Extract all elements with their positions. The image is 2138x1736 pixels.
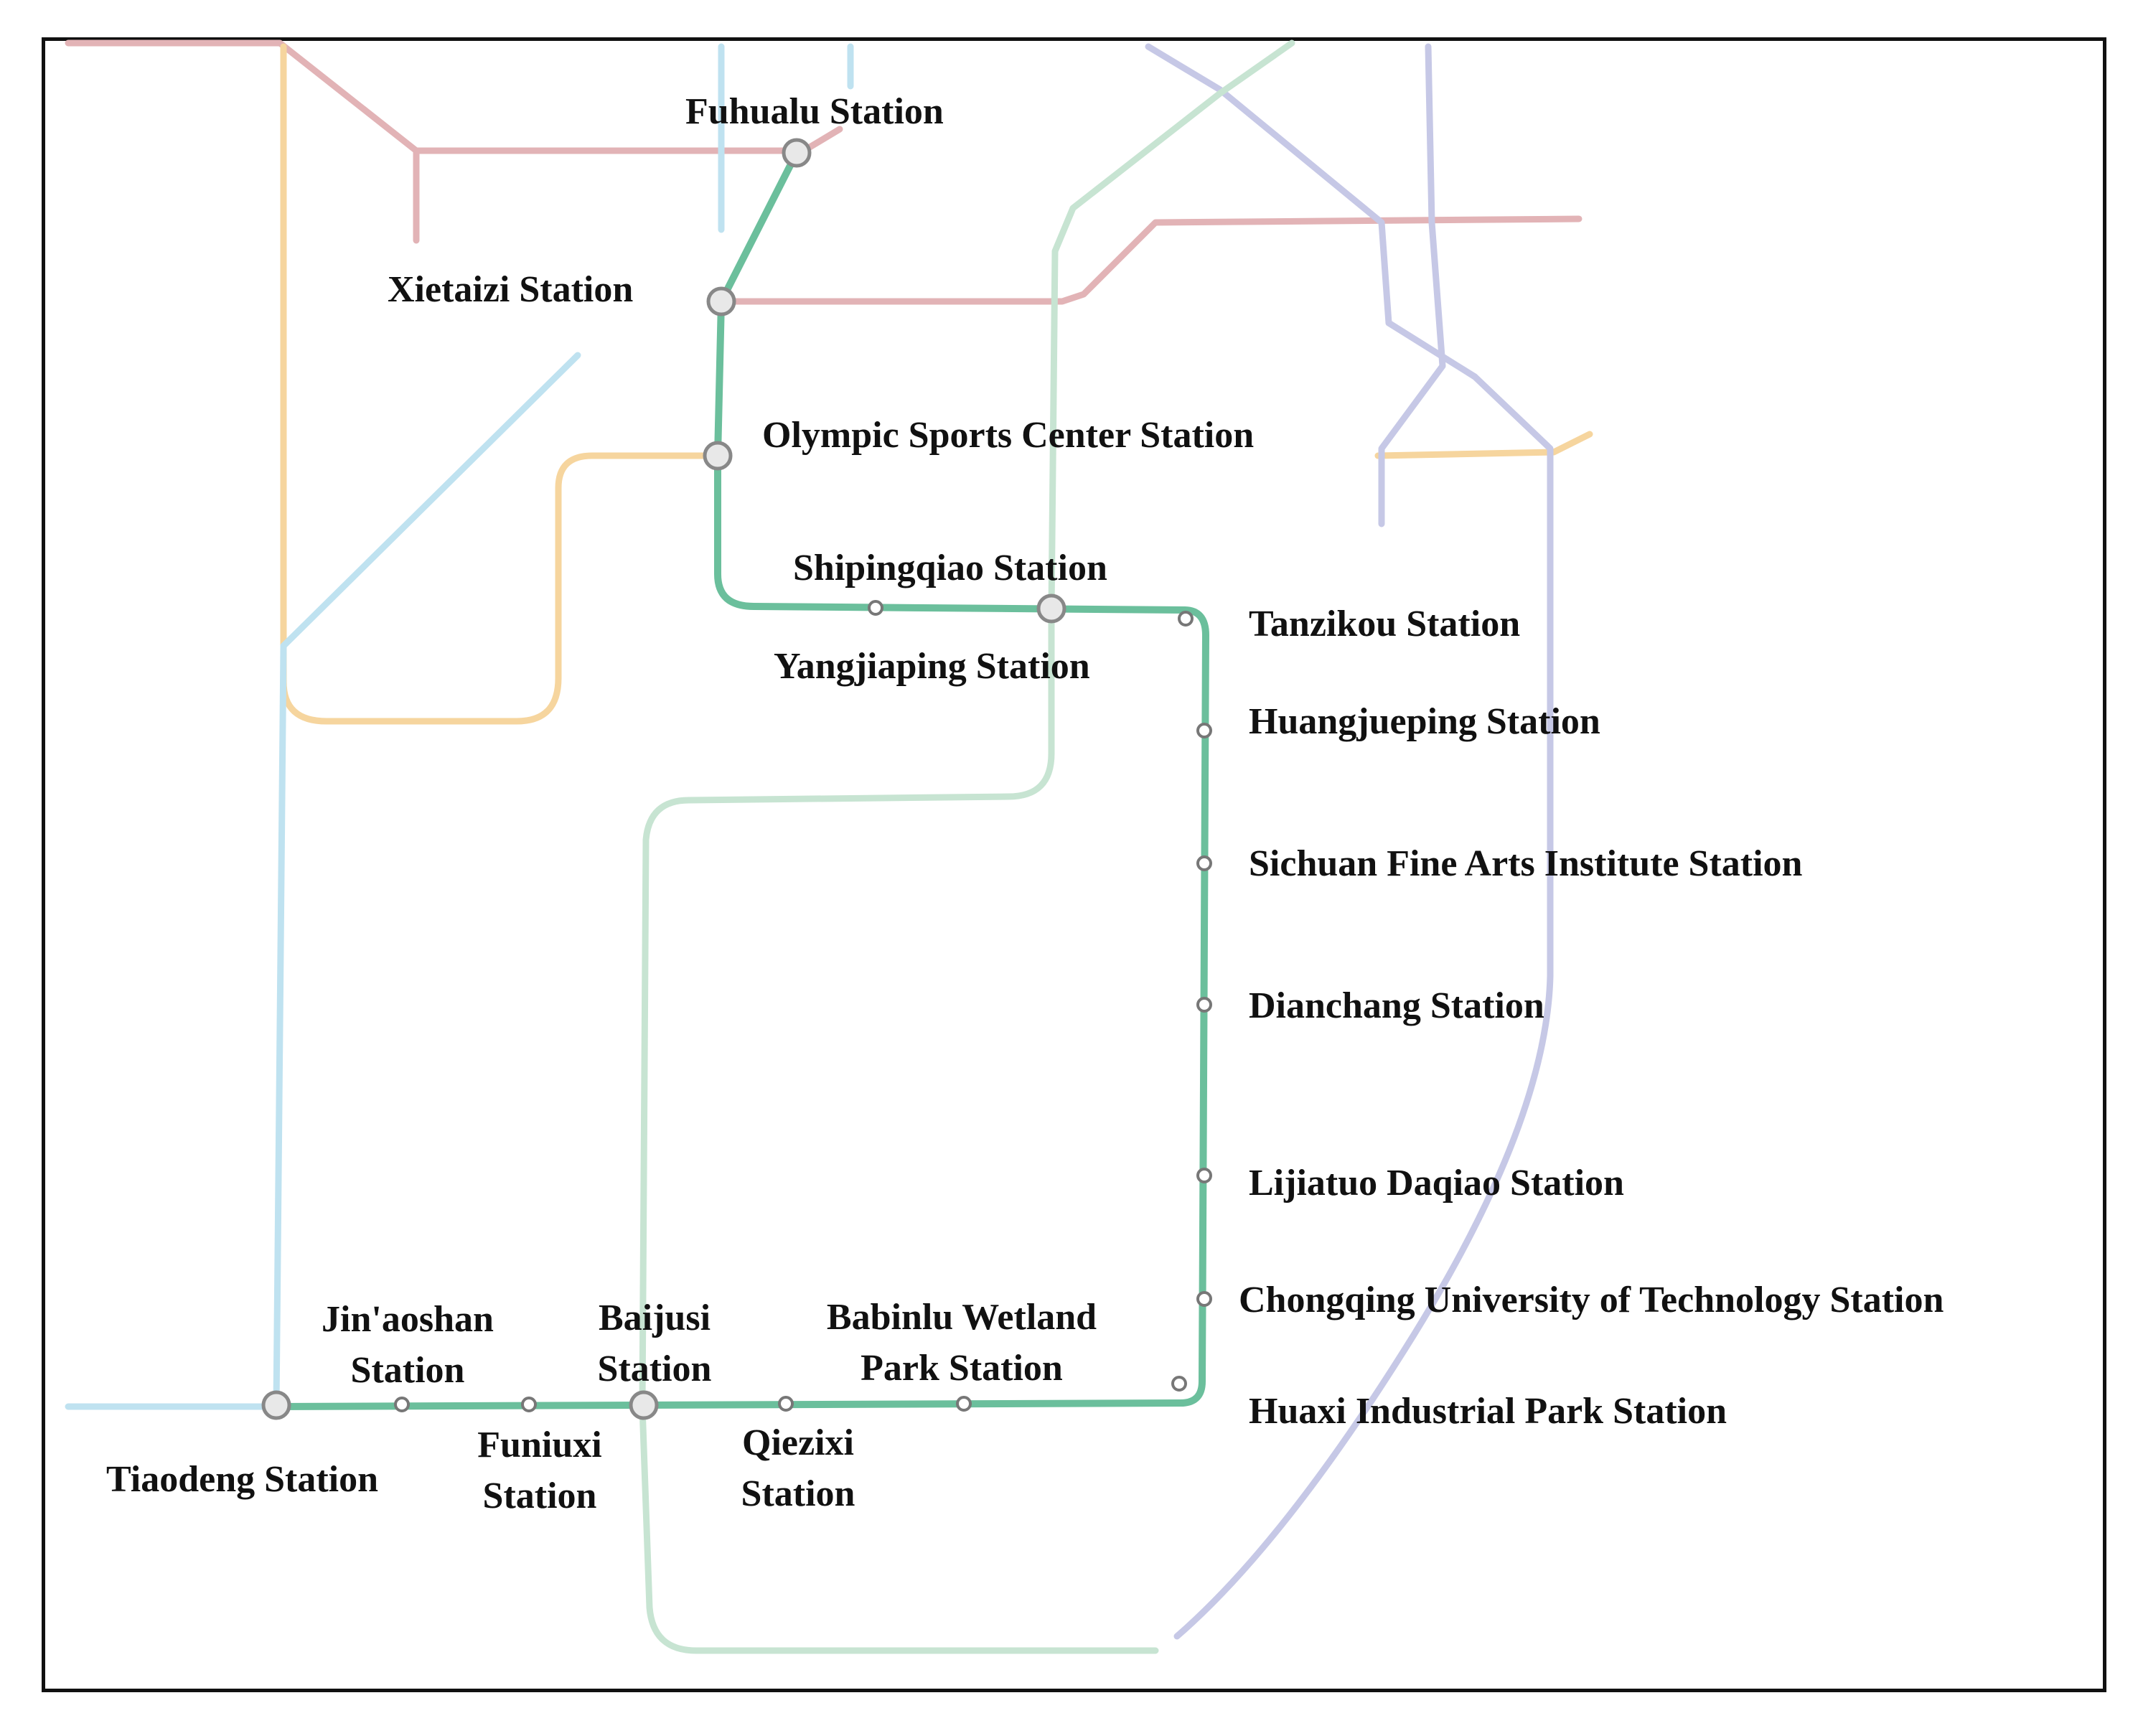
yellow-line-west	[280, 43, 721, 725]
sichuan-label: Sichuan Fine Arts Institute Station	[1249, 843, 1803, 884]
olympic-interchange-marker[interactable]	[703, 441, 733, 471]
baijusi-label-line1: Baijusi	[599, 1298, 711, 1338]
babinlu-label-line2: Park Station	[861, 1348, 1063, 1389]
shipingqiao-station-marker[interactable]	[868, 600, 883, 616]
shipingqiao-label: Shipingqiao Station	[793, 548, 1107, 588]
qiezixi-station-marker[interactable]	[778, 1396, 794, 1412]
xietaizi-label: Xietaizi Station	[388, 269, 633, 310]
tanzikou-station-marker[interactable]	[1178, 611, 1194, 627]
tiaodeng-interchange-marker[interactable]	[261, 1390, 291, 1420]
huaxi-station-marker[interactable]	[1171, 1376, 1187, 1392]
purple-line-b	[1378, 43, 1446, 527]
blue-line-south	[65, 642, 287, 1410]
yangjiaping-label: Yangjiaping Station	[774, 646, 1090, 687]
sichuan-station-marker[interactable]	[1196, 855, 1212, 871]
pale-green-line-south	[639, 606, 1159, 1654]
jinaoshan-label-line1: Jin'aoshan	[322, 1299, 494, 1340]
pale-green-line-north	[1048, 39, 1295, 614]
babinlu-station-marker[interactable]	[956, 1396, 972, 1412]
funiuxi-station-marker[interactable]	[521, 1397, 537, 1412]
map-frame	[42, 37, 2106, 1692]
yangjiaping-interchange-marker[interactable]	[1036, 593, 1066, 624]
yellow-line-east	[1374, 431, 1593, 459]
baijusi-interchange-marker[interactable]	[629, 1390, 659, 1420]
huaxi-label: Huaxi Industrial Park Station	[1249, 1391, 1727, 1432]
dianchang-station-marker[interactable]	[1196, 997, 1212, 1013]
purple-line-a	[1145, 43, 1554, 1640]
chongqing-ut-label: Chongqing University of Technology Stati…	[1239, 1280, 1944, 1320]
tiaodeng-label: Tiaodeng Station	[106, 1459, 378, 1500]
jinaoshan-label-line2: Station	[351, 1350, 465, 1391]
lijiatuo-label: Lijiatuo Daqiao Station	[1249, 1163, 1624, 1204]
xietaizi-interchange-marker[interactable]	[706, 286, 736, 316]
qiezixi-label-line1: Qiezixi	[742, 1422, 854, 1463]
funiuxi-label-line1: Funiuxi	[477, 1425, 601, 1465]
olympic-label: Olympic Sports Center Station	[762, 415, 1254, 456]
highlighted-route	[273, 149, 1209, 1410]
qiezixi-label-line2: Station	[741, 1473, 855, 1514]
huangjueping-label: Huangjueping Station	[1249, 701, 1600, 742]
fuhualu-interchange-marker[interactable]	[782, 138, 812, 168]
dianchang-label: Dianchang Station	[1249, 985, 1544, 1026]
jinaoshan-station-marker[interactable]	[394, 1397, 410, 1412]
blue-line-diagonal	[280, 352, 581, 649]
baijusi-label-line2: Station	[598, 1348, 712, 1389]
tanzikou-label: Tanzikou Station	[1249, 604, 1520, 644]
babinlu-label-line1: Babinlu Wetland	[827, 1297, 1097, 1338]
red-line-lower	[714, 215, 1583, 305]
chongqing-ut-station-marker[interactable]	[1196, 1291, 1212, 1307]
fuhualu-label: Fuhualu Station	[685, 91, 944, 132]
huangjueping-station-marker[interactable]	[1196, 723, 1212, 738]
funiuxi-label-line2: Station	[483, 1475, 597, 1516]
lijiatuo-station-marker[interactable]	[1196, 1168, 1212, 1183]
